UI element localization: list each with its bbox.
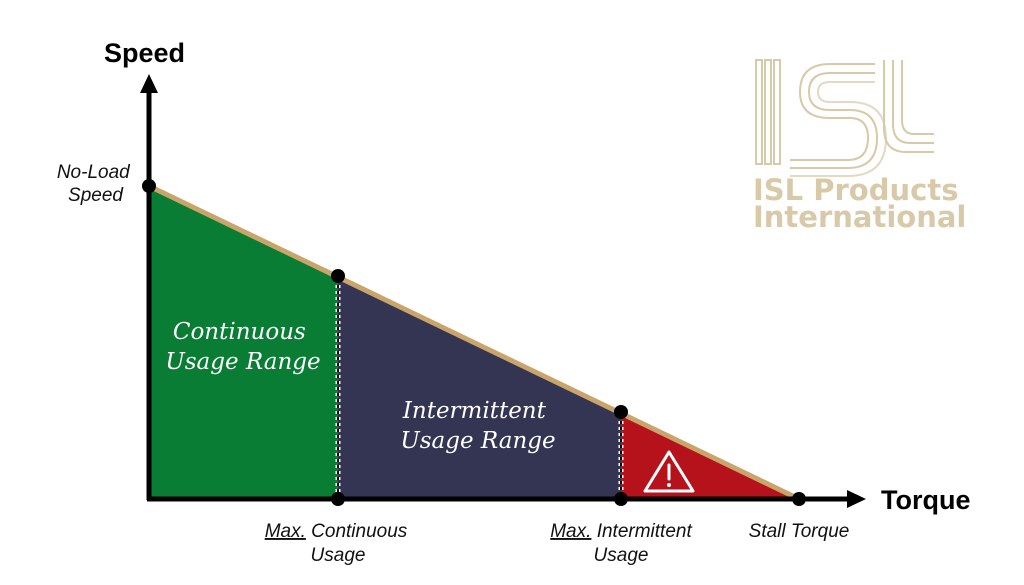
- max-continuous-curve-point: [331, 269, 345, 283]
- x-axis-arrow: [847, 490, 866, 508]
- continuous-usage-label: Continuous Usage Range: [165, 319, 320, 375]
- max-intermittent-label: Max. Intermittent: [550, 521, 692, 542]
- isl-logo: ISL Products International: [753, 59, 966, 234]
- isl-logo-mark: [755, 59, 934, 177]
- stall-torque-label: Stall Torque: [749, 521, 850, 542]
- stall-torque-point: [792, 492, 806, 506]
- max-continuous-axis-point: [331, 492, 345, 506]
- continuous-usage-region: [149, 186, 338, 499]
- no-load-speed-label: No-Load Speed: [57, 162, 135, 206]
- warning-icon: [643, 450, 695, 493]
- intermittent-usage-region: [338, 276, 621, 499]
- x-axis-title: Torque: [881, 485, 971, 515]
- max-continuous-label: Max. Continuous: [265, 521, 408, 542]
- max-intermittent-axis-point: [614, 492, 628, 506]
- speed-torque-curve: [147, 183, 801, 502]
- y-axis-arrow: [140, 74, 158, 93]
- y-axis-title: Speed: [104, 38, 185, 68]
- intermittent-usage-label: Intermittent Usage Range: [400, 398, 555, 454]
- max-intermittent-curve-point: [614, 405, 628, 419]
- logo-line1: ISL Products: [753, 173, 958, 207]
- no-load-speed-point: [142, 179, 156, 193]
- max-intermittent-label-line2: Usage: [594, 545, 649, 566]
- logo-line2: International: [753, 200, 966, 234]
- max-continuous-label-line2: Usage: [311, 545, 366, 566]
